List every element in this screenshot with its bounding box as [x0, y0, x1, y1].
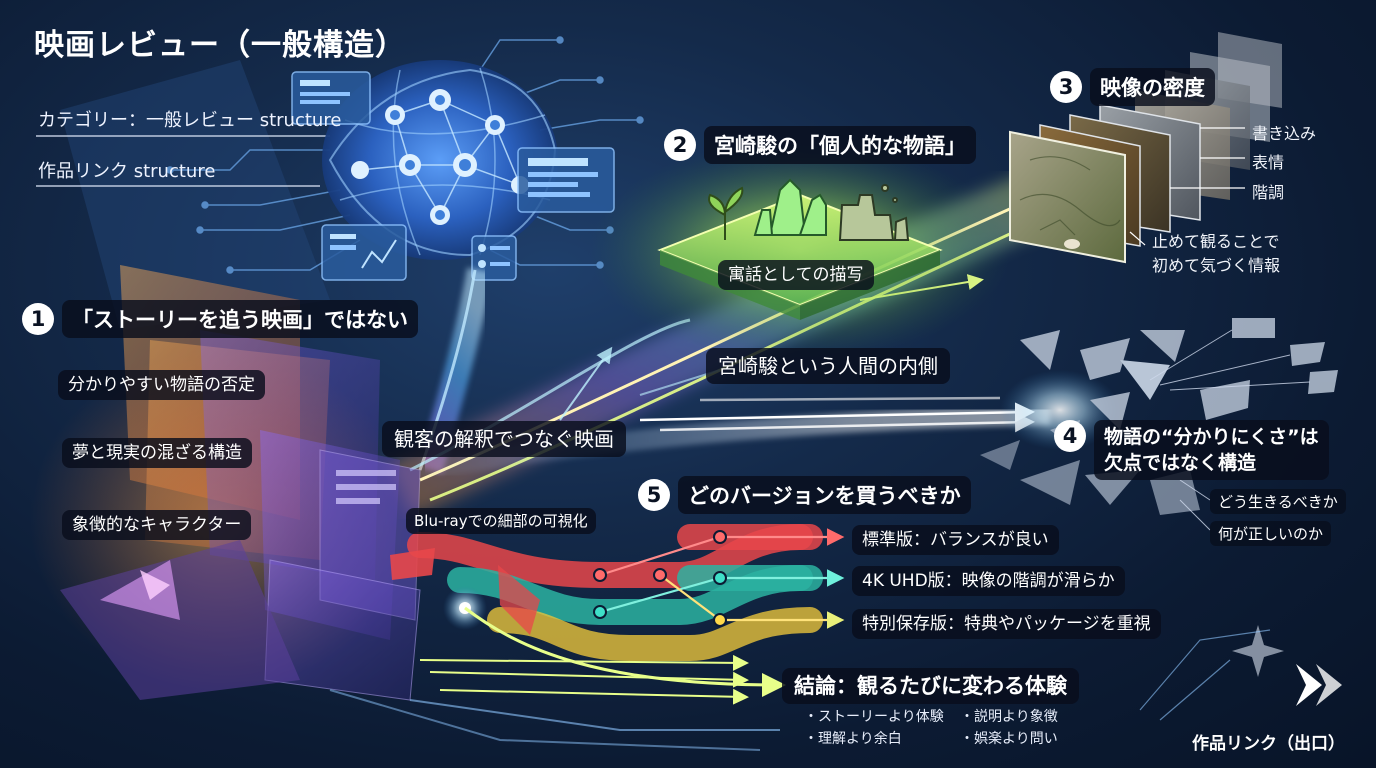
work-link-label[interactable]: 作品リンク structure: [38, 161, 216, 182]
section-1-header: 1 「ストーリーを追う映画」ではない: [22, 300, 418, 338]
inner-side-label: 宮崎駿という人間の内側: [706, 348, 950, 384]
sparkle-icon: [1232, 625, 1284, 677]
page-title: 映画レビュー（一般構造）: [34, 28, 406, 63]
section-1-item-1: 分かりやすい物語の否定: [58, 370, 265, 400]
density-attribute-2: 表情: [1252, 153, 1285, 172]
conclusion-lines: [329, 606, 786, 751]
ruins-icon: [838, 184, 910, 241]
section-1-heading: 「ストーリーを追う映画」ではない: [62, 300, 418, 338]
conclusion-bullet-4: ・娯楽より問い: [960, 731, 1058, 747]
brain-network-illustration: [322, 60, 558, 260]
fable-platform-label: 寓話としての描写: [718, 260, 874, 290]
exit-work-link[interactable]: 作品リンク（出口）: [1192, 734, 1345, 754]
section-2-number: 2: [664, 129, 696, 161]
bluray-label: Blu-rayでの細部の可視化: [406, 508, 596, 534]
audience-interpretation-label: 観客の解釈でつなぐ映画: [382, 421, 626, 457]
density-attribute-1: 書き込み: [1252, 124, 1317, 143]
shard-connectors: [1149, 329, 1311, 531]
header-connectors: [36, 135, 330, 187]
section-3-heading: 映像の密度: [1090, 68, 1215, 106]
ui-cards: [291, 71, 615, 281]
section-1-item-3: 象徴的なキャラクター: [62, 510, 252, 540]
section-4-heading-line-1: 物語の“分かりにくさ”は: [1104, 426, 1319, 448]
section-3-number: 3: [1050, 71, 1082, 103]
density-attribute-3: 階調: [1252, 183, 1285, 202]
conclusion-bullet-1: ・ストーリーより体験: [804, 709, 944, 725]
question-1: どう生きるべきか: [1210, 489, 1346, 514]
conclusion-bullet-2: ・説明より象徴: [960, 709, 1058, 725]
route-nodes: [593, 530, 727, 627]
section-4-header: 4 物語の“分かりにくさ”は 欠点ではなく構造: [1054, 420, 1329, 480]
version-standard[interactable]: 標準版：バランスが良い: [852, 525, 1059, 555]
section-5-number: 5: [638, 479, 670, 511]
film-frames-stack: [1009, 32, 1282, 264]
sprout-icon: [708, 186, 744, 240]
category-label: カテゴリー：一般レビュー structure: [38, 110, 342, 131]
exit-chevron-1: [1296, 664, 1322, 706]
section-4-heading-line-2: 欠点ではなく構造: [1104, 452, 1257, 474]
density-note-line-2: 初めて気づく情報: [1152, 256, 1281, 275]
section-5-header: 5 どのバージョンを買うべきか: [638, 476, 971, 514]
section-2-header: 2 宮崎駿の「個人的な物語」: [664, 126, 976, 164]
question-2: 何が正しいのか: [1210, 521, 1332, 546]
version-special-edition[interactable]: 特別保存版：特典やパッケージを重視: [852, 609, 1161, 639]
section-4-heading: 物語の“分かりにくさ”は 欠点ではなく構造: [1094, 420, 1329, 480]
density-note: 止めて観ることで 初めて気づく情報: [1152, 230, 1280, 278]
red-shard: [390, 548, 435, 580]
frame-connectors: [1129, 127, 1245, 246]
conclusion-bullets: ・ストーリーより体験・説明より象徴 ・理解より余白 ・娯楽より問い: [804, 706, 1116, 750]
density-note-line-1: 止めて観ることで: [1152, 232, 1280, 251]
beam-arrows: [639, 396, 1035, 433]
circuit-lines: [166, 36, 644, 274]
section-4-number: 4: [1054, 420, 1086, 452]
exit-chevron-2: [1316, 664, 1342, 706]
backdrop-shape: [60, 60, 330, 330]
conclusion-heading: 結論：観るたびに変わる体験: [782, 668, 1079, 704]
section-3-header: 3 映像の密度: [1050, 68, 1215, 106]
conclusion-bullet-3: ・理解より余白: [804, 731, 902, 747]
version-4k-uhd[interactable]: 4K UHD版：映像の階調が滑らか: [852, 566, 1125, 596]
section-1-item-2: 夢と現実の混ざる構造: [62, 438, 252, 468]
section-2-heading: 宮崎駿の「個人的な物語」: [704, 126, 976, 164]
fable-platform: [590, 140, 1010, 360]
section-1-number: 1: [22, 303, 54, 335]
crystal-icon: [753, 178, 827, 236]
section-5-heading: どのバージョンを買うべきか: [678, 476, 971, 514]
